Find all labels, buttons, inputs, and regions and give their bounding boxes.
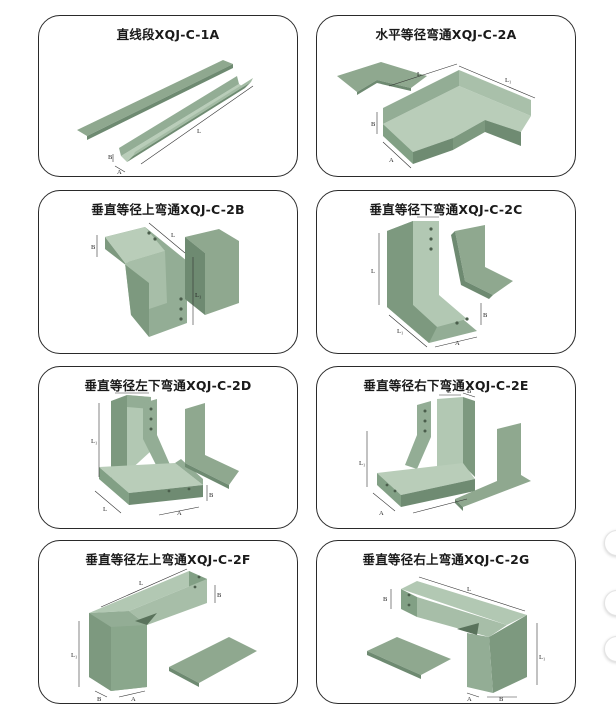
- product-card-vertical-down-bend[interactable]: 垂直等径下弯通XQJ-C-2C L L₁ A B: [316, 190, 576, 354]
- product-card-vertical-right-up-bend[interactable]: 垂直等径右上弯通XQJ-C-2G L L₁ B A B: [316, 540, 576, 704]
- vertical-up-bend-illustration: B L L₁: [91, 222, 239, 337]
- dimension-label-a: A: [455, 340, 460, 347]
- floating-side-button-1[interactable]: [604, 530, 616, 556]
- dimension-label-l: L: [103, 506, 107, 513]
- product-card-vertical-right-down-bend[interactable]: 垂直等径右下弯通XQJ-C-2E L₁ L B A: [316, 366, 576, 529]
- straight-tray-illustration: L B A: [77, 60, 254, 176]
- product-title: 垂直等径左下弯通XQJ-C-2D: [84, 378, 252, 393]
- dimension-label-l: L: [139, 580, 143, 587]
- dimension-label-b: B: [129, 386, 134, 393]
- dimension-label-a: A: [117, 169, 122, 176]
- product-title: 垂直等径左上弯通XQJ-C-2F: [85, 552, 251, 567]
- dimension-label-l: L: [417, 71, 421, 78]
- product-title: 垂直等径右上弯通XQJ-C-2G: [362, 552, 530, 567]
- dimension-label-a: A: [177, 510, 182, 517]
- dimension-label-b: B: [483, 312, 488, 319]
- product-card-straight[interactable]: 直线段XQJ-C-1A L B A: [38, 15, 298, 177]
- dimension-label-l: L: [371, 268, 375, 275]
- product-title: 垂直等径下弯通XQJ-C-2C: [369, 202, 523, 217]
- dimension-label-l: L: [447, 388, 451, 395]
- product-card-horizontal-bend[interactable]: 水平等径弯通XQJ-C-2A L₁ L B A: [316, 15, 576, 177]
- product-card-vertical-left-down-bend[interactable]: 垂直等径左下弯通XQJ-C-2D L₁ B L A B: [38, 366, 298, 529]
- dimension-label-l: L: [467, 586, 471, 593]
- dimension-label-b: B: [371, 121, 376, 128]
- dimension-label-b2: B: [97, 696, 102, 703]
- dimension-label-a: A: [379, 510, 384, 517]
- dimension-label-b: B: [467, 388, 472, 395]
- product-card-vertical-up-bend[interactable]: 垂直等径上弯通XQJ-C-2B B L L₁: [38, 190, 298, 354]
- vertical-right-up-bend-illustration: L L₁ B A B: [367, 576, 545, 703]
- product-title: 水平等径弯通XQJ-C-2A: [375, 27, 517, 42]
- floating-side-button-3[interactable]: [604, 636, 616, 662]
- floating-side-button-2[interactable]: [604, 590, 616, 616]
- vertical-left-up-bend-illustration: L L₁ B B A: [71, 568, 257, 703]
- dimension-label-a: A: [389, 157, 394, 164]
- vertical-left-down-bend-illustration: L₁ B L A B: [91, 386, 239, 517]
- dimension-label-l1: L₁: [505, 77, 511, 84]
- product-title: 直线段XQJ-C-1A: [116, 27, 220, 42]
- dimension-label-b2: B: [209, 492, 214, 499]
- dimension-label-l1: L₁: [91, 438, 97, 445]
- product-title: 垂直等径上弯通XQJ-C-2B: [91, 202, 245, 217]
- dimension-label-l: L: [197, 128, 201, 135]
- dimension-label-a: A: [131, 696, 136, 703]
- dimension-label-b: B: [108, 154, 113, 161]
- dimension-label-b: B: [383, 596, 388, 603]
- dimension-label-b: B: [91, 244, 96, 251]
- dimension-label-l1: L₁: [397, 328, 403, 335]
- dimension-label-b: B: [217, 592, 222, 599]
- dimension-label-l1: L₁: [539, 654, 545, 661]
- product-title: 垂直等径右下弯通XQJ-C-2E: [363, 378, 529, 393]
- dimension-label-l1: L₁: [71, 652, 77, 659]
- product-card-vertical-left-up-bend[interactable]: 垂直等径左上弯通XQJ-C-2F L L₁ B B A: [38, 540, 298, 704]
- dimension-label-l1: L₁: [195, 292, 201, 299]
- dimension-label-l1: L₁: [359, 460, 365, 467]
- vertical-right-down-bend-illustration: L₁ L B A: [359, 388, 531, 517]
- dimension-label-l: L: [171, 232, 175, 239]
- dimension-label-b2: B: [499, 696, 504, 703]
- horizontal-bend-illustration: L₁ L B A: [337, 62, 536, 169]
- vertical-down-bend-illustration: L L₁ A B: [371, 216, 513, 348]
- dimension-label-a: A: [467, 696, 472, 703]
